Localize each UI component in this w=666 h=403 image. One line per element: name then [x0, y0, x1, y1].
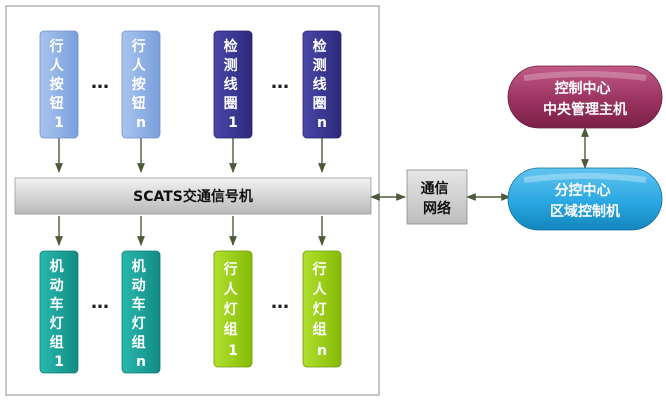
scats-label: SCATS交通信号机 — [133, 188, 253, 205]
top-row: 行 人 按 钮 1 行 人 按 钮 n 检 测 线 圈 — [39, 30, 342, 139]
top-ellipsis-left: … — [91, 72, 109, 93]
bottom-row: 机 动 车 灯 组 1 机 动 车 灯 组 n 行 人 — [39, 250, 342, 374]
pedestrian-button-n: 行 人 按 钮 n — [121, 30, 161, 139]
svg-text:行 人 按: 行 人 按 钮 n — [131, 38, 151, 131]
svg-text:控制中心 中央管理主机: 控制中心 中央管理主机 — [543, 80, 627, 118]
svg-text:分控中心 区域控制机: 分控中心 区域控制机 — [550, 182, 620, 220]
svg-text:检 测 线: 检 测 线 圈 n — [313, 38, 332, 131]
vehicle-light-group-n: 机 动 车 灯 组 n — [121, 250, 161, 374]
svg-text:行 人 灯: 行 人 灯 组 n — [312, 261, 332, 359]
scats-signal-controller: SCATS交通信号机 — [14, 177, 372, 215]
top-ellipsis-right: … — [271, 72, 289, 93]
bottom-ellipsis-left: … — [91, 292, 109, 313]
svg-text:行 人 按: 行 人 按 钮 1 — [49, 38, 69, 131]
bottom-ellipsis-right: … — [271, 292, 289, 313]
svg-text:行 人 灯: 行 人 灯 组 1 — [223, 261, 243, 359]
pedestrian-light-group-1: 行 人 灯 组 1 — [213, 250, 253, 368]
communication-network: 通信 网络 — [406, 169, 468, 225]
svg-text:机 动 车: 机 动 车 灯 组 1 — [50, 258, 69, 370]
pedestrian-button-1: 行 人 按 钮 1 — [39, 30, 79, 139]
svg-text:机 动 车: 机 动 车 灯 组 n — [132, 258, 151, 370]
network-connectors — [370, 127, 589, 201]
svg-text:检 测 线: 检 测 线 圈 1 — [224, 38, 243, 131]
sub-control-center: 分控中心 区域控制机 — [507, 167, 663, 231]
detector-loop-1: 检 测 线 圈 1 — [213, 30, 253, 139]
top-connectors — [55, 138, 326, 173]
vehicle-light-group-1: 机 动 车 灯 组 1 — [39, 250, 79, 374]
detector-loop-n: 检 测 线 圈 n — [302, 30, 342, 139]
bottom-connectors — [55, 216, 326, 246]
control-center-host: 控制中心 中央管理主机 — [507, 65, 663, 129]
svg-text:通信 网络: 通信 网络 — [421, 180, 454, 217]
pedestrian-light-group-n: 行 人 灯 组 n — [302, 250, 342, 368]
